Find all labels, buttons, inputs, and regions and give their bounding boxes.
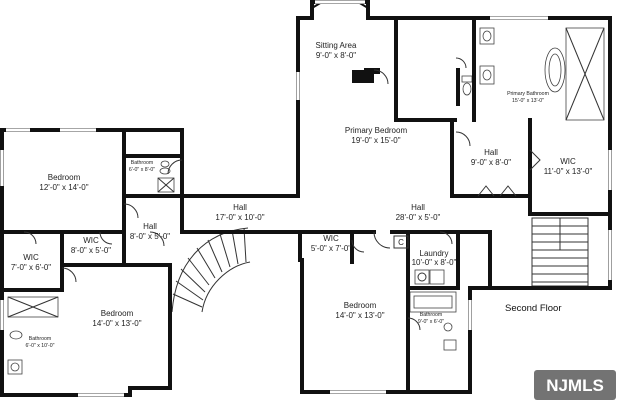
- room-dims-bedroom-sw: 14'-0" x 13'-0": [92, 319, 141, 328]
- walls: [0, 16, 612, 397]
- room-dims-hall-small: 8'-0" x 5'-0": [130, 232, 170, 241]
- room-dims-bathroom-nw: 6'-0" x 8'-0": [129, 167, 155, 173]
- room-dims-bathroom-south: 9'-0" x 6'-0": [418, 319, 444, 325]
- room-name-wic-south: WIC: [323, 234, 339, 243]
- room-dims-bedroom-south: 14'-0" x 13'-0": [335, 311, 384, 320]
- room-name-hall-east: Hall: [411, 203, 425, 212]
- room-name-hall-small: Hall: [143, 222, 157, 231]
- room-dims-primary-bathroom: 15'-0" x 13'-0": [512, 98, 544, 104]
- room-dims-wic-south: 5'-0" x 7'-0": [311, 244, 351, 253]
- fixtures: [7, 27, 605, 375]
- floor-label: Second Floor: [505, 303, 562, 314]
- room-dims-hall-right: 9'-0" x 8'-0": [471, 158, 511, 167]
- room-name-wic-mid: WIC: [83, 236, 99, 245]
- room-labels: Sitting Area 9'-0" x 8'-0" Primary Bedro…: [11, 41, 593, 349]
- room-dims-laundry: 10'-0" x 8'-0": [412, 258, 457, 267]
- room-dims-wic-right: 11'-0" x 13'-0": [544, 167, 593, 176]
- room-dims-bathroom-sw: 6'-0" x 10'-0": [25, 343, 54, 349]
- room-name-bedroom-south: Bedroom: [344, 301, 377, 310]
- room-dims-sitting-area: 9'-0" x 8'-0": [316, 51, 356, 60]
- sitting-area-bay: [310, 0, 370, 20]
- room-name-bathroom-nw: Bathroom: [131, 160, 154, 166]
- room-name-sitting-area: Sitting Area: [316, 41, 357, 50]
- room-name-wic-west: WIC: [23, 253, 39, 262]
- room-name-bedroom-sw: Bedroom: [101, 309, 134, 318]
- room-dims-hall-main: 17'-0" x 10'-0": [215, 213, 264, 222]
- closet-label: C: [398, 238, 404, 247]
- windows: [0, 0, 612, 397]
- watermark-text: NJMLS: [546, 376, 604, 395]
- room-name-primary-bathroom: Primary Bathroom: [507, 91, 549, 97]
- watermark-logo: NJMLS: [534, 370, 616, 400]
- room-dims-primary-bedroom: 19'-0" x 15'-0": [351, 136, 400, 145]
- room-name-bathroom-south: Bathroom: [420, 312, 443, 318]
- doors: [23, 57, 541, 331]
- room-dims-bedroom-nw: 12'-0" x 14'-0": [39, 183, 88, 192]
- room-name-hall-main: Hall: [233, 203, 247, 212]
- room-name-primary-bedroom: Primary Bedroom: [345, 126, 408, 135]
- room-name-wic-right: WIC: [560, 157, 576, 166]
- room-name-bedroom-nw: Bedroom: [48, 173, 81, 182]
- room-dims-wic-west: 7'-0" x 6'-0": [11, 263, 51, 272]
- room-dims-hall-east: 28'-0" x 5'-0": [396, 213, 441, 222]
- room-name-bathroom-sw: Bathroom: [29, 336, 52, 342]
- room-dims-wic-mid: 8'-0" x 5'-0": [71, 246, 111, 255]
- room-name-hall-right: Hall: [484, 148, 498, 157]
- room-name-laundry: Laundry: [420, 249, 449, 258]
